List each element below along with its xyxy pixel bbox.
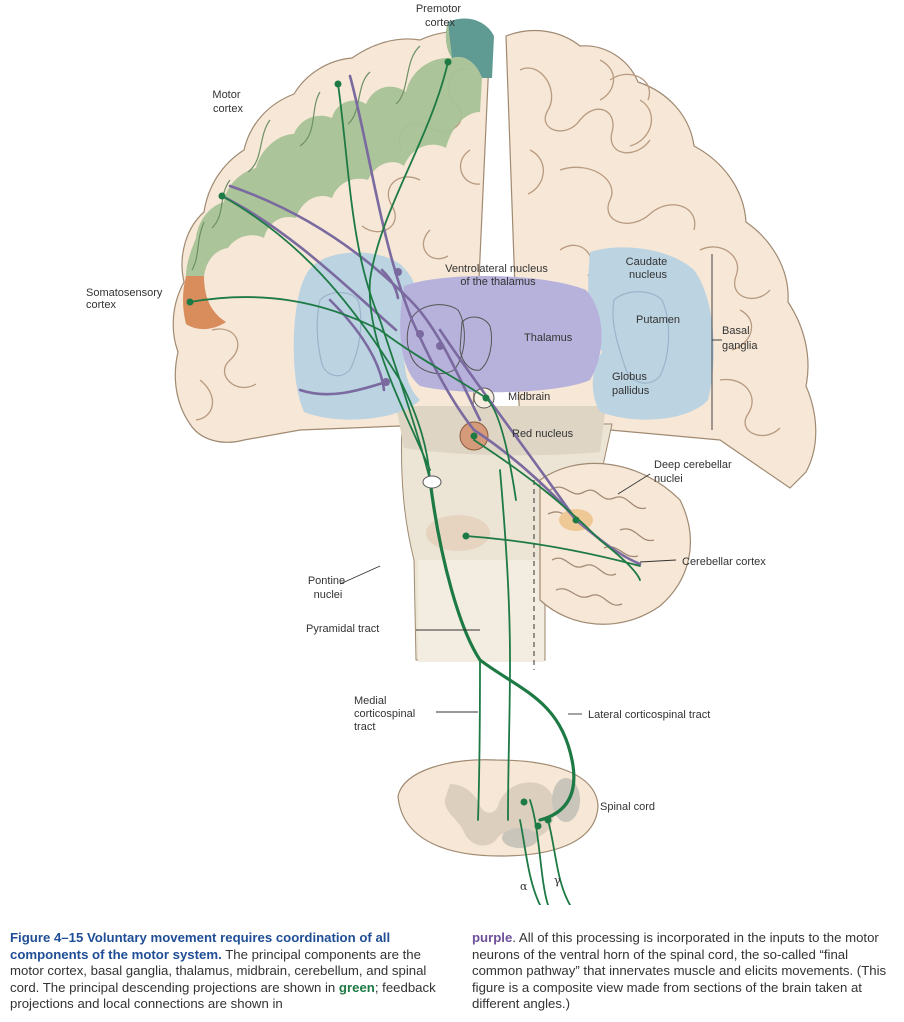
motor-cortex-gyri [191, 45, 421, 271]
right-putamen-outline [612, 291, 670, 384]
descending-projections [189, 61, 641, 905]
label-motor-cortex: Motor cortex [212, 89, 243, 115]
spinal-cord [397, 759, 599, 857]
label-putamen: Putamen [636, 314, 680, 326]
basal-ganglia-right [588, 247, 714, 420]
motor-cortex-region [186, 22, 482, 276]
label-somatosensory-cortex: Somatosensory cortex [86, 287, 166, 311]
caption-text-1: The principal components are the motor c… [10, 946, 427, 995]
figure-caption-right: purple. All of this processing is incorp… [472, 930, 902, 1013]
somatosensory-cortex-region [183, 276, 226, 330]
label-medial-corticospinal-tract: Medial corticospinal tract [354, 695, 418, 733]
figure-number: Figure 4–15 [10, 930, 84, 945]
basal-ganglia-left [293, 252, 420, 420]
subcortical-nuclei [293, 247, 714, 451]
label-deep-cerebellar-nuclei: Deep cerebellar nuclei [654, 459, 735, 485]
labels: Premotor cortex Motor cortex Somatosenso… [86, 3, 766, 893]
thalamus-region [400, 275, 602, 393]
label-thalamus: Thalamus [524, 332, 573, 344]
premotor-cortex-region [445, 18, 494, 78]
motor-system-diagram: Premotor cortex Motor cortex Somatosenso… [86, 3, 817, 905]
caption-text-3: . All of this processing is incorporated… [472, 930, 887, 1012]
feedback-cell-bodies [382, 268, 444, 386]
label-spinal-cord: Spinal cord [600, 801, 655, 813]
cortex-regions [183, 18, 494, 330]
label-vl-thalamus: Ventrolateral nucleus of the thalamus [445, 263, 551, 288]
label-premotor-cortex: Premotor cortex [416, 3, 464, 29]
label-cerebellar-cortex: Cerebellar cortex [682, 556, 766, 568]
neuron-cell-bodies [186, 58, 580, 830]
label-globus-pallidus: Globus pallidus [612, 371, 650, 397]
thalamus-inner-outline [459, 316, 493, 371]
pyramidal-bundle-cut [422, 475, 442, 489]
cerebellum-outline [539, 462, 691, 625]
figure-title: Voluntary movement requires coordination… [10, 930, 391, 962]
label-pontine-nuclei: Pontine nuclei [308, 575, 348, 601]
ventral-horn-shade [502, 828, 538, 848]
label-lateral-corticospinal-tract: Lateral corticospinal tract [588, 709, 710, 721]
left-putamen-outline [316, 291, 362, 377]
caption-text-2: ; feedback projections and local connect… [10, 979, 436, 1012]
caption-purple-word: purple [472, 930, 513, 945]
label-alpha: α [520, 880, 528, 893]
cerebellum [539, 462, 691, 625]
label-caudate-nucleus: Caudate nucleus [626, 256, 671, 281]
label-gamma: γ [554, 874, 561, 887]
caption-green-word: green [338, 979, 375, 995]
label-basal-ganglia: Basal ganglia [722, 325, 758, 352]
lateral-column-shade [552, 778, 580, 822]
label-pyramidal-tract: Pyramidal tract [306, 623, 379, 635]
pontine-nuclei-region [426, 515, 490, 551]
pyramidal-tract-column [418, 560, 544, 662]
right-gyri [519, 59, 781, 437]
figure-caption-left: Figure 4–15 Voluntary movement requires … [10, 930, 440, 1013]
leader-lines [339, 254, 722, 715]
label-midbrain: Midbrain [508, 391, 550, 403]
label-red-nucleus: Red nucleus [512, 428, 574, 440]
